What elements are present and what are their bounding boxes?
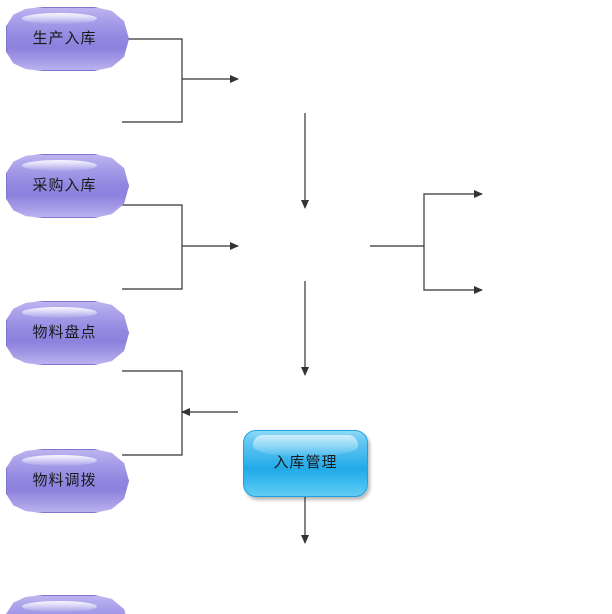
node-material-count[interactable]: 物料盘点 [6,301,129,365]
edge-instock-to-product-info [423,190,483,246]
edge-instock-to-stock-count [423,246,483,294]
node-purchase-in[interactable]: 采购入库 [6,154,129,218]
edge-material-move-to-instock [122,246,183,290]
edge-purchase-in-to-inbound [122,79,183,123]
shape-gloss [21,160,97,171]
edge-material-count-to-instock [122,204,183,246]
shape-gloss [21,455,97,466]
node-label: 采购入库 [32,176,97,194]
node-label: 物料调拨 [32,471,97,489]
edge-prod-in-to-inbound [122,38,183,79]
shape-gloss [21,13,97,24]
node-prod-in[interactable]: 生产入库 [6,7,129,71]
node-label: 入库管理 [273,454,338,472]
shape-gloss [21,601,97,612]
edge-split-to-sales-out [122,412,183,456]
node-label: 生产入库 [32,29,97,47]
node-label: 物料盘点 [32,323,97,341]
edge-split-to-prod-issue [122,370,183,412]
shape-gloss [21,307,97,318]
node-prod-issue[interactable]: 生产领料 [6,595,129,614]
node-material-move[interactable]: 物料调拨 [6,449,129,513]
node-inbound-mgmt[interactable]: 入库管理 [243,430,368,497]
